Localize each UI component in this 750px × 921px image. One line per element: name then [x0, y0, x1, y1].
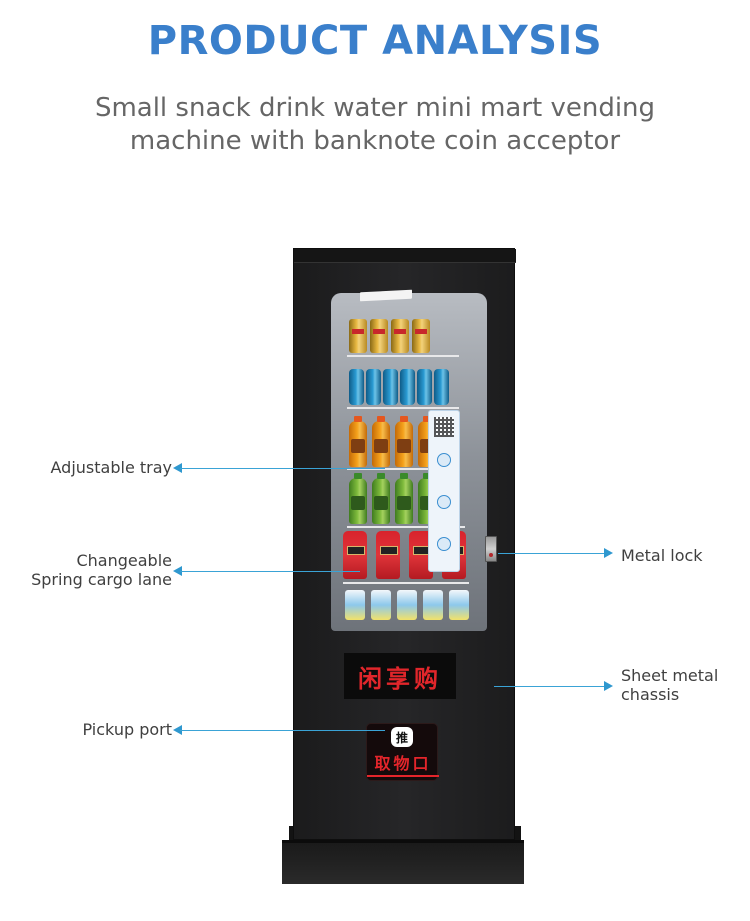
product-bottle [372, 473, 390, 524]
arrow-left-icon [173, 463, 182, 473]
led-sign: 闲享购 [344, 653, 456, 699]
tray [343, 582, 469, 584]
product-can [412, 319, 430, 353]
callout-pickup-port: Pickup port [82, 720, 173, 739]
product-bottle [395, 416, 413, 467]
shelf-row-snacks [345, 590, 469, 620]
product-can [370, 319, 388, 353]
product-can [434, 369, 449, 405]
product-can [391, 319, 409, 353]
leader-line [180, 730, 385, 731]
vending-machine-image: 闲享购 推 取物口 [282, 248, 524, 888]
callout-line-2: chassis [621, 685, 680, 704]
callout-line-1: Changeable [76, 551, 172, 570]
push-badge: 推 [391, 727, 413, 747]
arrow-right-icon [604, 548, 613, 558]
arrow-left-icon [173, 566, 182, 576]
product-snack [371, 590, 391, 620]
callout-spring-cargo-lane: Changeable Spring cargo lane [20, 551, 172, 589]
product-snack [397, 590, 417, 620]
callout-line-1: Sheet metal [621, 666, 719, 685]
qr-code-icon [434, 417, 454, 437]
scan-icon [437, 453, 451, 467]
callout-sheet-metal-chassis: Sheet metal chassis [621, 666, 741, 704]
leader-line [494, 686, 606, 687]
page-title: PRODUCT ANALYSIS [147, 18, 603, 64]
cabinet-top [294, 249, 516, 263]
subtitle-line-2: machine with banknote coin acceptor [129, 126, 621, 156]
product-can [417, 369, 432, 405]
arrow-right-icon [604, 681, 613, 691]
product-can [400, 369, 415, 405]
product-can [349, 369, 364, 405]
pickup-port-sign: 取物口 [367, 750, 439, 777]
tray [347, 355, 459, 357]
machine-base [282, 840, 524, 884]
product-snack [449, 590, 469, 620]
shelf-row-green-bottles [349, 473, 436, 524]
product-pouch [343, 531, 367, 579]
product-pouch [376, 531, 400, 579]
tray [347, 407, 459, 409]
product-snack [423, 590, 443, 620]
product-can [349, 319, 367, 353]
card-icon [437, 495, 451, 509]
product-can [366, 369, 381, 405]
shelf-row-blue-cans [349, 369, 449, 405]
leader-line [180, 468, 385, 469]
leader-line [498, 553, 606, 554]
product-bottle [349, 416, 367, 467]
product-bottle [349, 473, 367, 524]
arrow-left-icon [173, 725, 182, 735]
display-window [331, 293, 487, 631]
product-subtitle: Small snack drink water mini mart vendin… [0, 92, 750, 158]
payment-panel [428, 410, 460, 572]
callout-line-2: Spring cargo lane [31, 570, 172, 589]
tray [347, 468, 459, 470]
metal-lock-icon [485, 536, 497, 562]
product-bottle [372, 416, 390, 467]
machine-cabinet: 闲享购 推 取物口 [293, 248, 516, 840]
phone-icon [437, 537, 451, 551]
product-can [383, 369, 398, 405]
callout-adjustable-tray: Adjustable tray [50, 458, 172, 477]
shelf-row-orange-bottles [349, 416, 436, 467]
callout-metal-lock: Metal lock [621, 546, 703, 565]
product-snack [345, 590, 365, 620]
shelf-row-cans [349, 319, 430, 353]
leader-line [180, 571, 360, 572]
product-bottle [395, 473, 413, 524]
tray [347, 526, 465, 528]
subtitle-line-1: Small snack drink water mini mart vendin… [94, 93, 656, 123]
pickup-port: 推 取物口 [366, 723, 439, 781]
